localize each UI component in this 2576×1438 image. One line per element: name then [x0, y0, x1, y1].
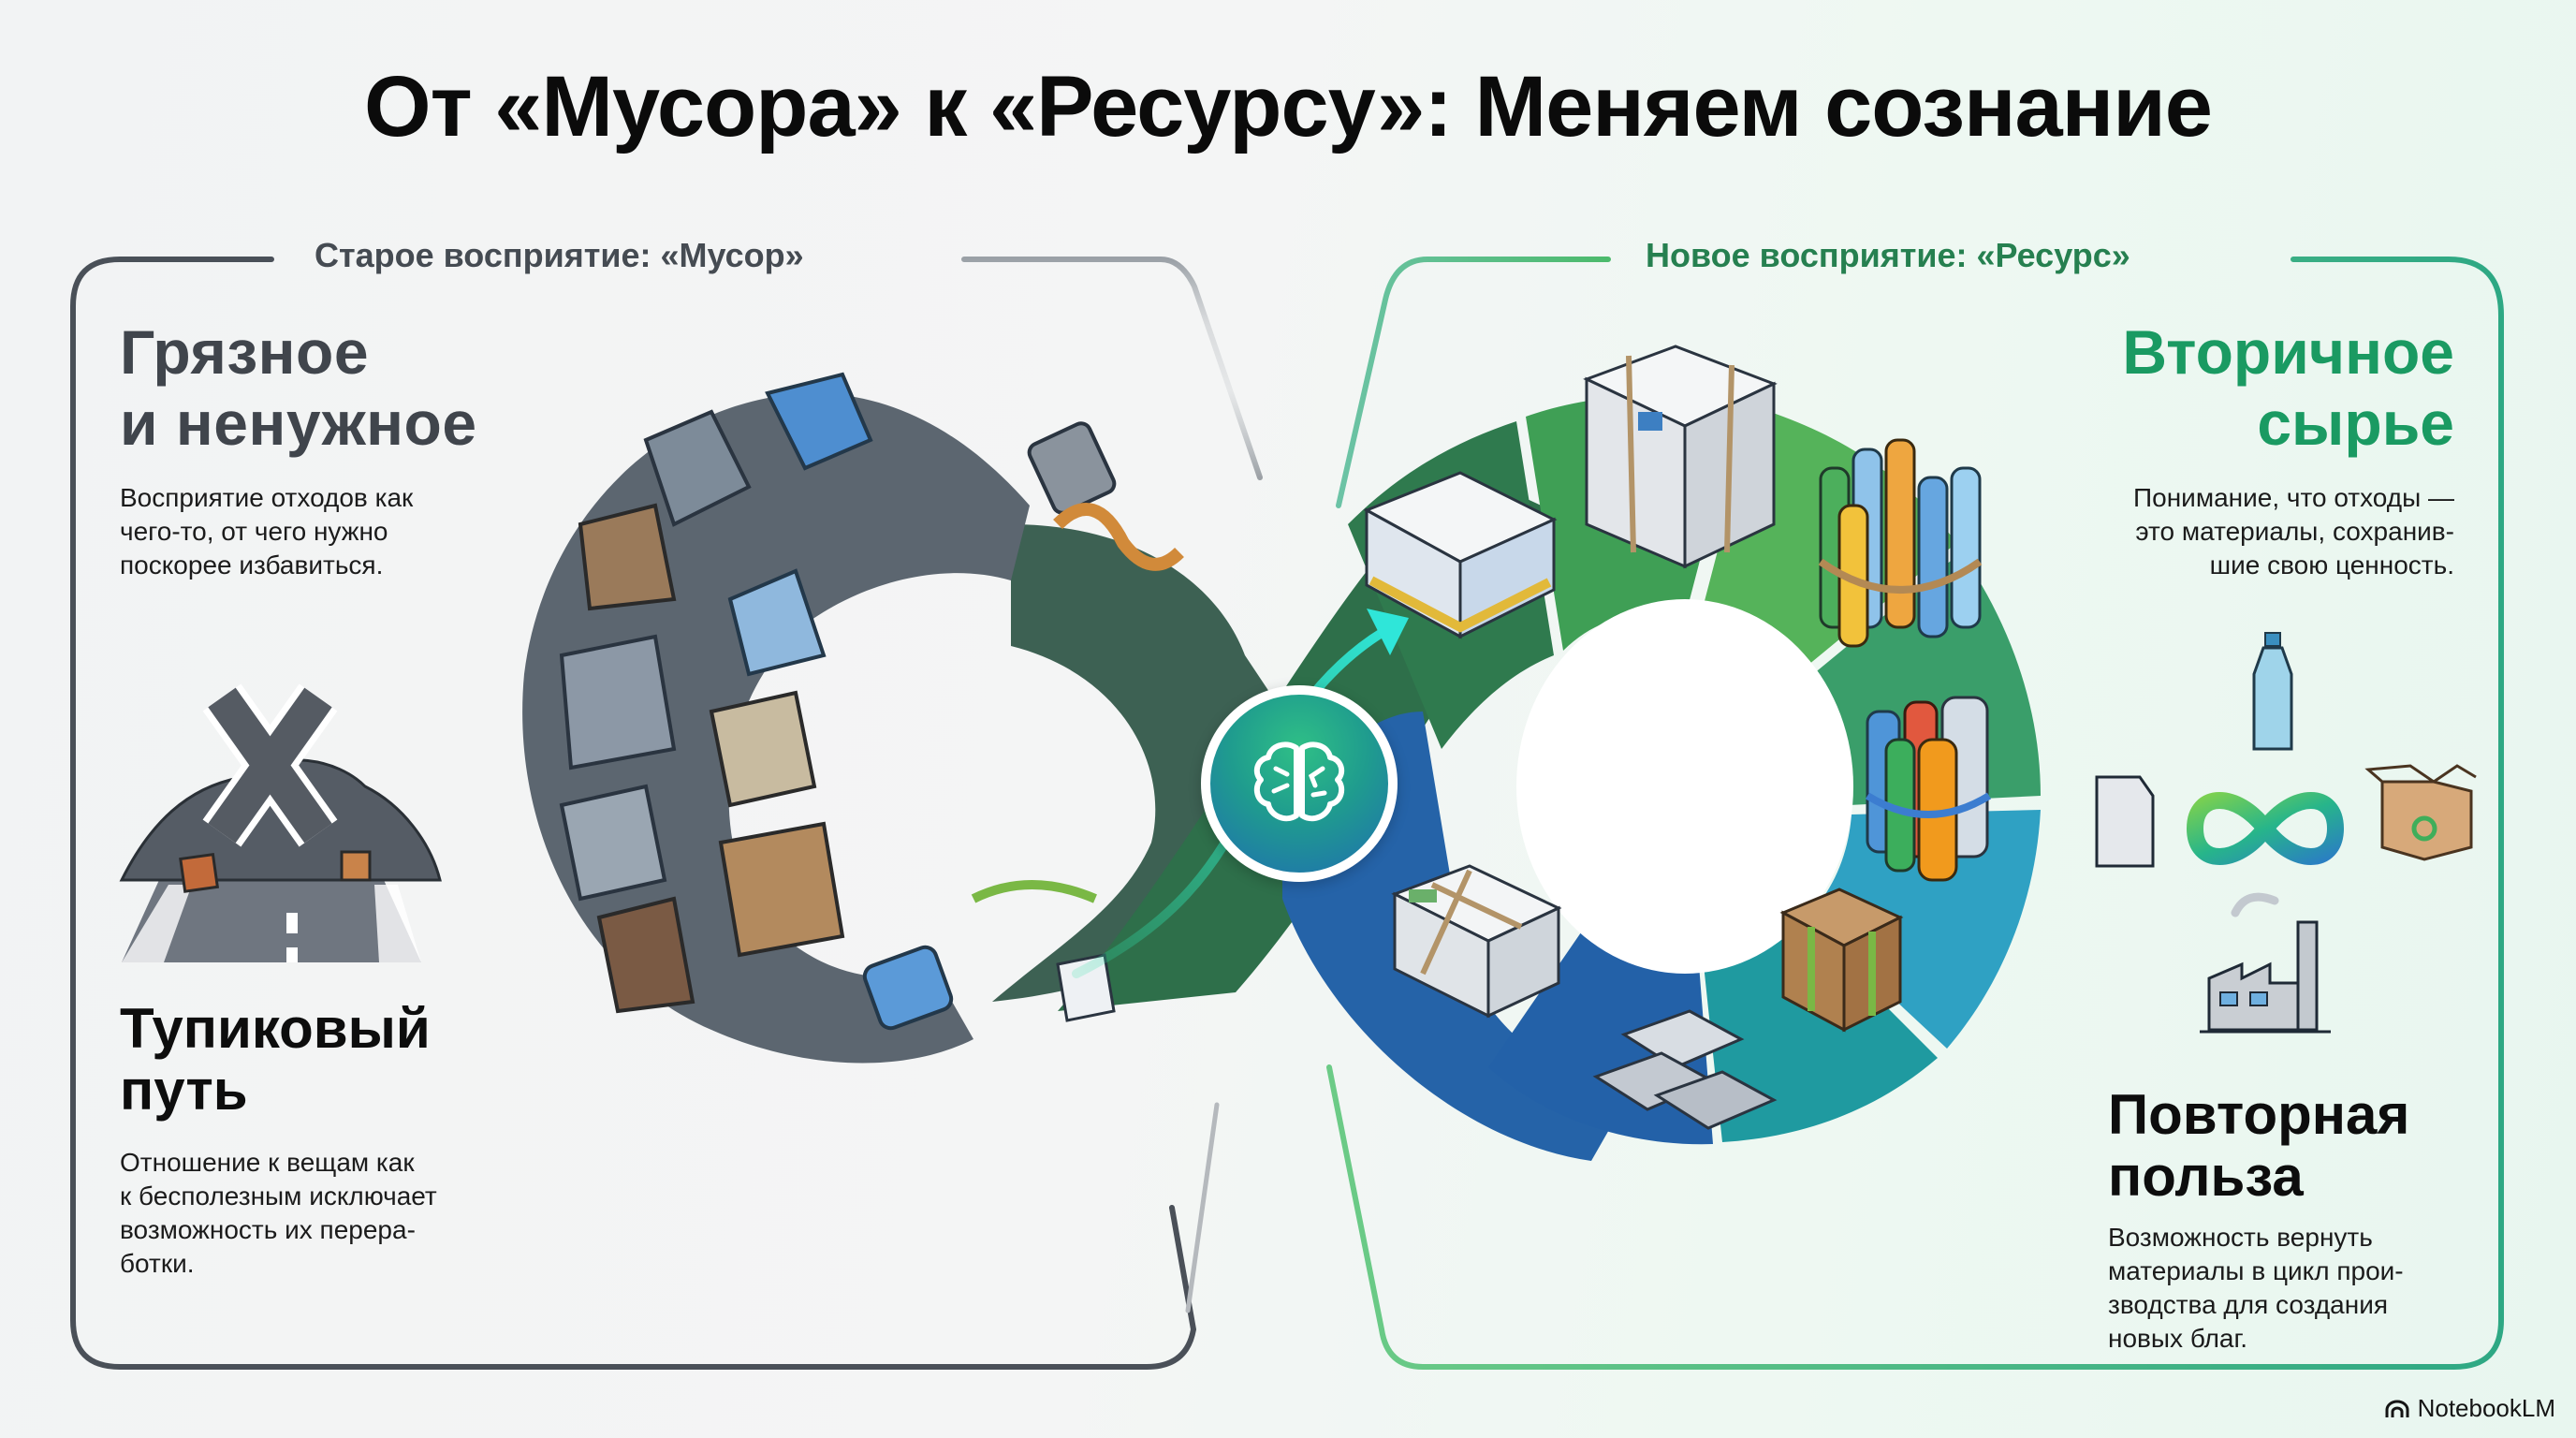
old-block-dead-end: Тупиковый путь Отношение к вещам как к б… — [120, 998, 437, 1281]
plastic-bottles-bundle — [1818, 438, 1983, 648]
new-text-1: Понимание, что отходы — — [2133, 483, 2454, 512]
paper-bundle-small — [1363, 471, 1558, 639]
resource-ring — [1348, 394, 2041, 1145]
new-heading-line2: сырье — [2257, 389, 2454, 458]
metal-ingots — [1592, 1009, 1778, 1130]
new-text-3: шие свою ценность. — [2209, 550, 2454, 580]
old-text-1: Восприятие отходов как — [120, 483, 414, 512]
brand-label: NotebookLM — [2417, 1394, 2555, 1422]
bottle-icon — [2252, 632, 2293, 751]
new-perception-label: Новое восприятие: «Ресурс» — [1646, 236, 2130, 274]
trash-pile-loop — [522, 372, 1184, 1064]
mixed-plastic-containers — [1865, 696, 1992, 882]
milk-carton-icon — [2095, 775, 2155, 868]
old-perception-label: Старое восприятие: «Мусор» — [315, 236, 804, 274]
old-heading-line2: и ненужное — [120, 389, 477, 458]
old-text-2: чего-то, от чего нужно — [120, 517, 388, 546]
notebooklm-brand: NotebookLM — [2384, 1394, 2555, 1423]
reuse-heading-line1: Повторная — [2108, 1083, 2410, 1146]
reuse-text-3: зводства для создания — [2108, 1290, 2389, 1319]
new-text-2: это материалы, сохранив- — [2135, 517, 2454, 546]
deadend-text-4: ботки. — [120, 1249, 195, 1278]
deadend-text-3: возможность их перера- — [120, 1215, 416, 1244]
paper-bundle-tall — [1583, 345, 1778, 569]
reuse-heading-line2: польза — [2108, 1145, 2304, 1208]
reuse-text-2: материалы в цикл прои- — [2108, 1256, 2404, 1285]
deadend-heading-line2: путь — [120, 1059, 248, 1122]
old-text-3: поскорее избавиться. — [120, 550, 384, 580]
reuse-text-1: Возможность вернуть — [2108, 1223, 2373, 1252]
notebooklm-logo-icon — [2385, 1400, 2409, 1417]
brain-icon — [1201, 685, 1398, 882]
factory-icon — [2200, 892, 2331, 1034]
deadend-heading-line1: Тупиковый — [120, 997, 431, 1060]
new-block-secondary-raw: Вторичное сырье Понимание, что отходы — … — [1968, 316, 2454, 582]
page-title: От «Мусора» к «Ресурсу»: Меняем сознание — [364, 59, 2213, 154]
old-heading-line1: Грязное — [120, 317, 370, 387]
deadend-text-1: Отношение к вещам как — [120, 1148, 415, 1177]
deadend-text-2: к бесполезным исключает — [120, 1181, 437, 1211]
old-block-dirty: Грязное и ненужное Восприятие отходов ка… — [120, 316, 477, 582]
new-heading-line1: Вторичное — [2122, 317, 2454, 387]
dead-end-road-icon — [119, 683, 442, 962]
recycle-box-icon — [2364, 764, 2477, 861]
wood-fiber-bale — [1779, 888, 1904, 1033]
reuse-text-4: новых благ. — [2108, 1324, 2248, 1353]
newspaper-bundle — [1391, 864, 1562, 1019]
infinity-icon — [2186, 792, 2345, 865]
new-block-reuse: Повторная польза Возможность вернуть мат… — [2108, 1084, 2409, 1356]
